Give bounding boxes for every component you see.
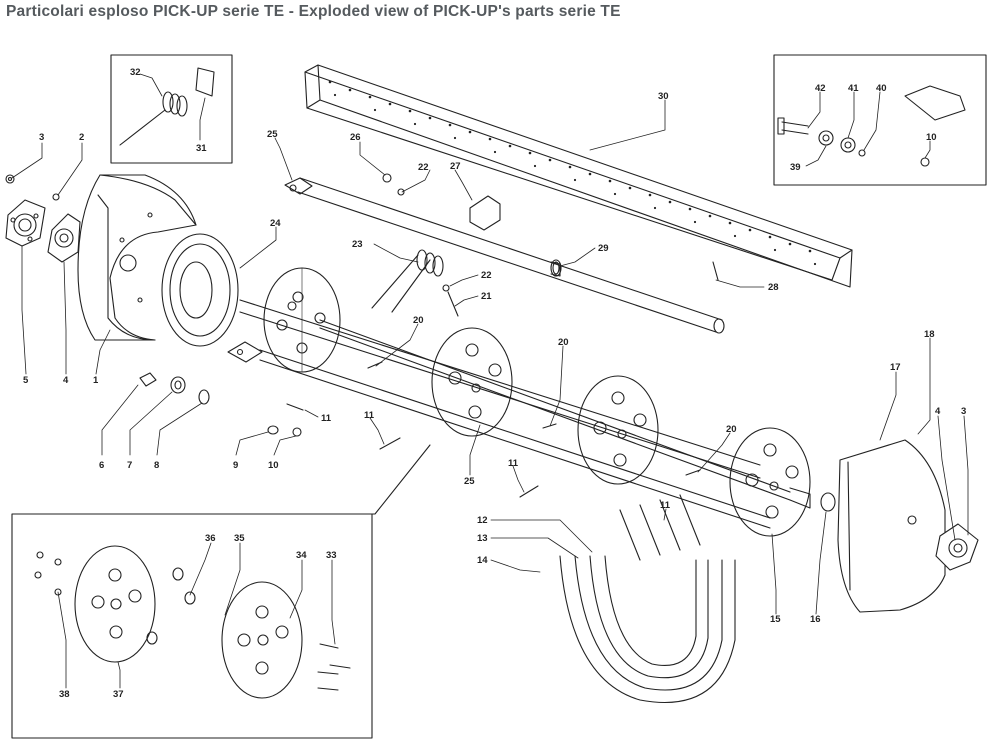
page-title: Particolari esploso PICK-UP serie TE - E…: [6, 3, 621, 20]
inset-discs: [34, 545, 351, 699]
callout-20a: 20: [413, 315, 424, 326]
washer-22: [397, 188, 405, 196]
callout-5: 5: [23, 375, 29, 386]
pin-28: [712, 261, 719, 281]
callout-25a: 25: [267, 129, 278, 140]
leader-lines: [11, 73, 969, 689]
inset-spring: [119, 67, 215, 146]
callout-40: 40: [876, 83, 887, 94]
callout-35: 35: [234, 533, 245, 544]
callout-18: 18: [924, 329, 935, 340]
callout-32: 32: [130, 67, 141, 78]
large-ring-24: [161, 233, 239, 347]
ring-29: [552, 261, 560, 275]
callout-2: 2: [79, 132, 84, 143]
fastener-6-7-8: [139, 372, 210, 405]
frame-bar: [304, 64, 853, 288]
inset-bolt-box: [773, 54, 987, 186]
callout-42: 42: [815, 83, 826, 94]
shaft-bracket: [227, 341, 263, 363]
callout-24: 24: [270, 218, 281, 229]
left-bearing-5: [5, 199, 46, 247]
bolt-21: [442, 284, 459, 317]
callout-37: 37: [113, 689, 124, 700]
callout-10: 10: [268, 460, 279, 471]
bolt-2: [52, 193, 60, 201]
inset-spring-box: [110, 54, 233, 164]
nut-26: [382, 173, 392, 183]
pins-11: [286, 403, 539, 498]
disc-4: [729, 427, 811, 537]
callout-21: 21: [481, 291, 492, 302]
callout-26: 26: [350, 132, 361, 143]
right-bearing: [935, 523, 979, 571]
callout-3b: 3: [961, 406, 966, 417]
callout-20c: 20: [726, 424, 737, 435]
upper-shaft: [284, 177, 725, 334]
callout-27: 27: [450, 161, 461, 172]
callout-22b: 22: [481, 270, 492, 281]
callout-labels: 1 2 3 3 4 4 5 6 7 8 9 10 10 11 11 11 11 …: [23, 67, 966, 700]
callout-30: 30: [658, 91, 669, 102]
callout-11d: 11: [660, 500, 671, 511]
callout-10b: 10: [926, 132, 937, 143]
bracket-27: [469, 195, 501, 231]
callout-1: 1: [93, 375, 99, 386]
callout-22a: 22: [418, 162, 429, 173]
callout-14: 14: [477, 555, 488, 566]
ring-16: [820, 492, 836, 512]
callout-13: 13: [477, 533, 488, 544]
callout-7: 7: [127, 460, 132, 471]
callout-17: 17: [890, 362, 901, 373]
callout-11c: 11: [508, 458, 519, 469]
callout-20b: 20: [558, 337, 569, 348]
callout-12: 12: [477, 515, 488, 526]
callout-15: 15: [770, 614, 781, 625]
nut-3-left: [5, 174, 15, 184]
fastener-9-10: [267, 425, 302, 437]
callout-39: 39: [790, 162, 801, 173]
callout-36: 36: [205, 533, 216, 544]
callout-11b: 11: [364, 410, 375, 421]
callout-31: 31: [196, 143, 207, 154]
callout-4b: 4: [935, 406, 941, 417]
left-bearing-4: [47, 213, 81, 263]
callout-28: 28: [768, 282, 779, 293]
disc-2: [431, 327, 513, 437]
callout-38: 38: [59, 689, 70, 700]
callout-23: 23: [352, 239, 363, 250]
callout-8: 8: [154, 460, 159, 471]
left-cover: [77, 174, 197, 341]
callout-16: 16: [810, 614, 821, 625]
spring-23: [371, 249, 444, 313]
callout-29: 29: [598, 243, 609, 254]
tines: [559, 494, 736, 704]
callout-4: 4: [63, 375, 69, 386]
callout-41: 41: [848, 83, 859, 94]
right-cover: [837, 439, 946, 613]
disc-3: [577, 375, 659, 485]
inset-bolt: [777, 85, 966, 167]
inset-discs-box: [11, 444, 431, 739]
callout-9: 9: [233, 460, 238, 471]
callout-34: 34: [296, 550, 307, 561]
callout-33: 33: [326, 550, 337, 561]
callout-25b: 25: [464, 476, 475, 487]
callout-3: 3: [39, 132, 44, 143]
callout-11a: 11: [321, 413, 332, 424]
callout-6: 6: [99, 460, 104, 471]
